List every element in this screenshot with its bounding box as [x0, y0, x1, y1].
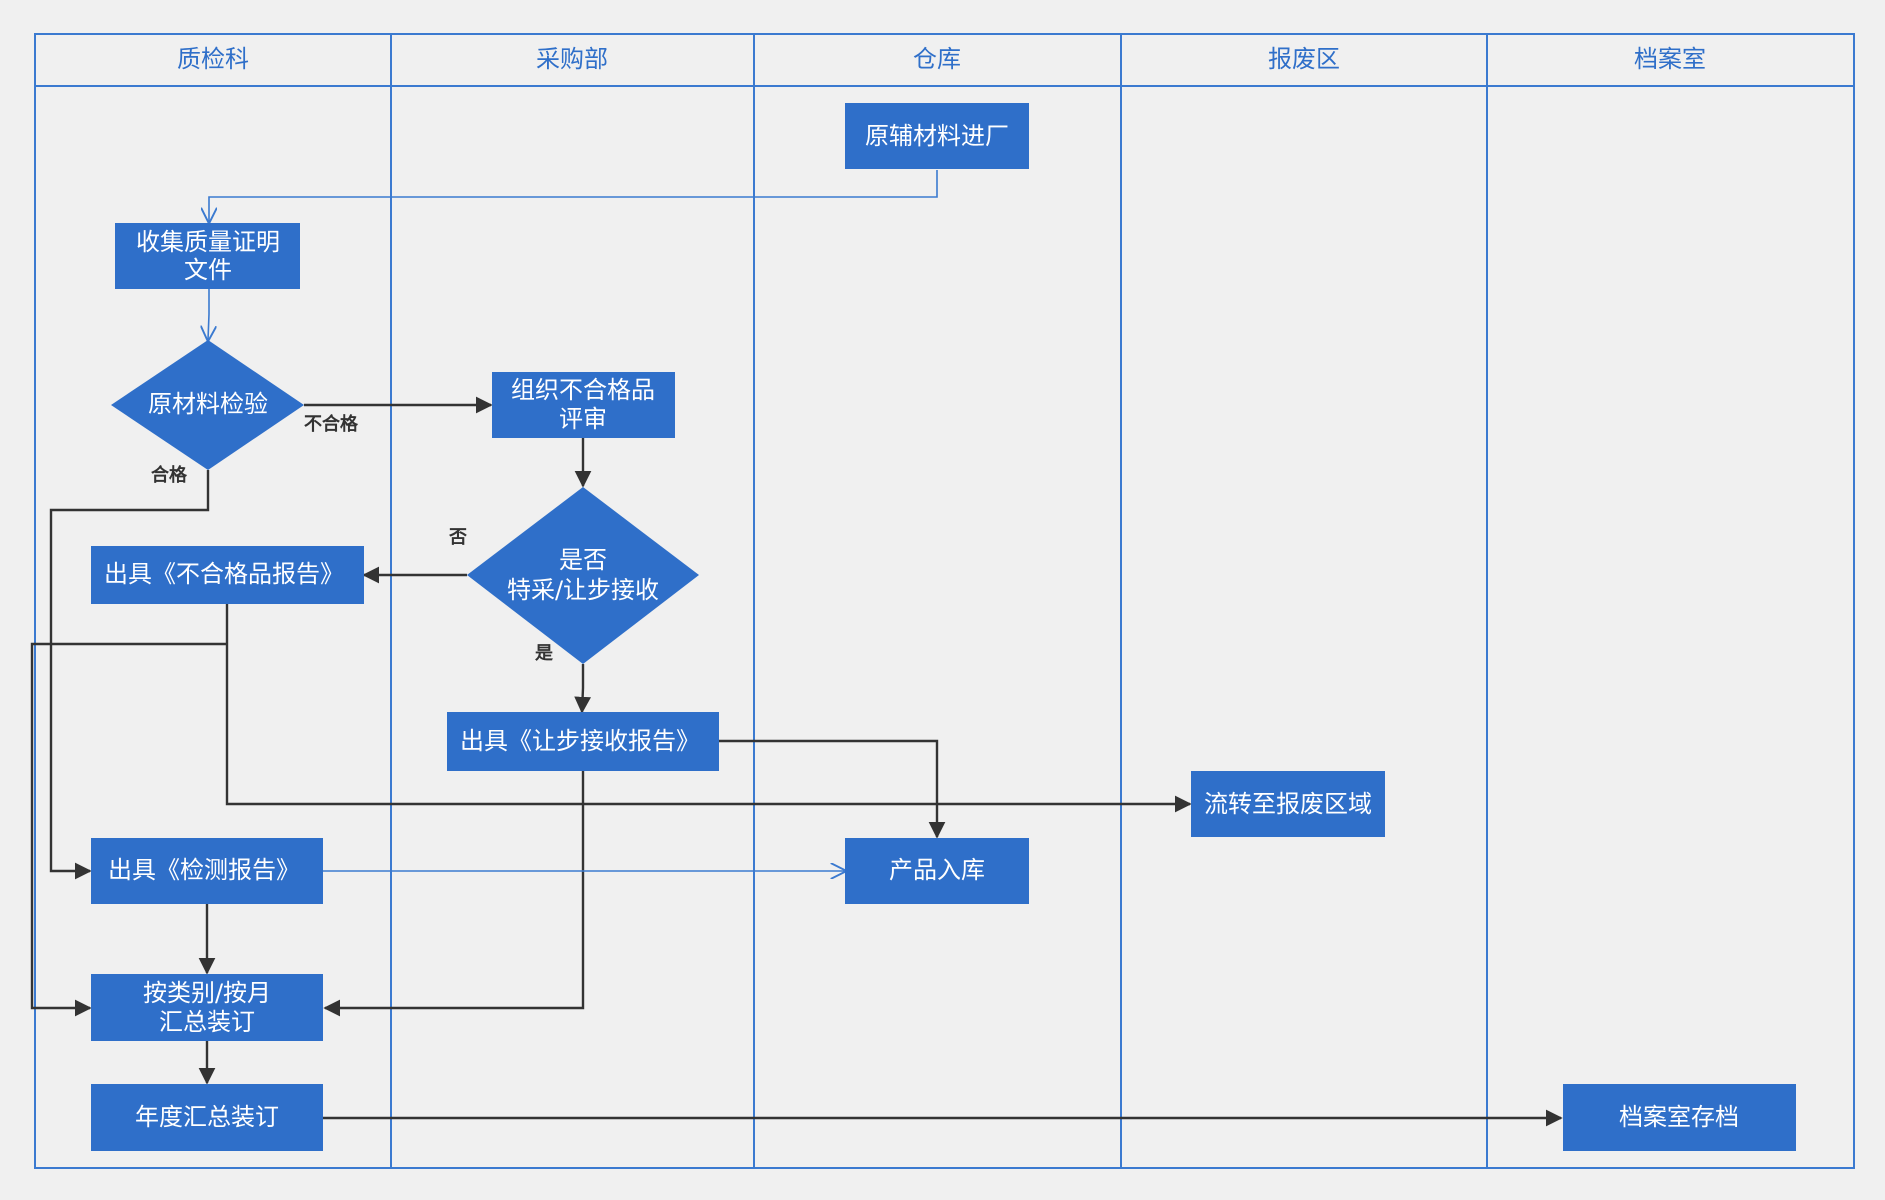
lane-title-scrap-area: 报废区 — [1268, 45, 1340, 73]
node-label-line-2: 汇总装订 — [159, 1008, 255, 1036]
lane-scrap-area — [1120, 33, 1488, 1169]
node-concession-report[interactable]: 出具《让步接收报告》 — [447, 712, 719, 771]
node-label: 原材料检验 — [148, 390, 268, 418]
node-label: 档案室存档 — [1619, 1103, 1739, 1131]
node-label: 出具《不合格品报告》 — [104, 560, 344, 588]
nodes: 原辅材料进厂 收集质量证明 文件 原材料检验 组织不合格品 评审 是否 特采/让… — [91, 103, 1796, 1151]
edge-rawin-to-collect — [209, 170, 938, 222]
node-label: 出具《让步接收报告》 — [460, 727, 700, 755]
edge-nc-report-to-scrap — [225, 604, 1192, 813]
node-label-line-1: 组织不合格品 — [511, 376, 655, 404]
edge-label-yes: 是 — [534, 643, 553, 664]
decision-concession-acceptance[interactable]: 是否 特采/让步接收 — [467, 487, 699, 664]
node-label: 产品入库 — [889, 856, 985, 884]
node-nonconforming-report[interactable]: 出具《不合格品报告》 — [91, 546, 364, 604]
node-transfer-to-scrap[interactable]: 流转至报废区域 — [1191, 771, 1385, 837]
node-label: 流转至报废区域 — [1204, 790, 1372, 818]
node-label: 出具《检测报告》 — [108, 856, 300, 884]
node-label-line-2: 特采/让步接收 — [507, 576, 659, 604]
edge-concession-to-storage — [719, 739, 946, 839]
swimlanes — [34, 33, 1855, 1169]
node-archive-storage[interactable]: 档案室存档 — [1563, 1084, 1796, 1151]
node-collect-certificates[interactable]: 收集质量证明 文件 — [115, 223, 300, 289]
lane-title-purchasing-dept: 采购部 — [536, 45, 608, 73]
node-organize-review[interactable]: 组织不合格品 评审 — [492, 372, 675, 438]
node-label: 年度汇总装订 — [135, 1103, 279, 1131]
edge-label-qualified: 合格 — [151, 464, 188, 486]
lane-archive-room — [1486, 33, 1855, 1169]
node-annual-binding[interactable]: 年度汇总装订 — [91, 1084, 323, 1151]
lane-title-quality-dept: 质检科 — [177, 45, 249, 73]
node-test-report[interactable]: 出具《检测报告》 — [91, 838, 323, 904]
node-label: 原辅材料进厂 — [865, 122, 1009, 150]
edge-question-to-concession-report — [574, 664, 592, 714]
node-label-line-1: 收集质量证明 — [136, 228, 280, 256]
edge-label-no: 否 — [448, 527, 467, 548]
connectors — [30, 170, 1563, 1127]
edge-inspect-to-test-report — [49, 470, 210, 880]
lane-titles: 质检科 采购部 仓库 报废区 档案室 — [177, 45, 1706, 73]
edge-label-unqualified: 不合格 — [304, 413, 359, 435]
edge-nc-report-to-monthly-bind — [30, 642, 227, 1017]
node-warehouse-storage[interactable]: 产品入库 — [845, 838, 1029, 904]
edge-labels: 不合格 合格 否 是 — [151, 413, 553, 664]
node-raw-material-in[interactable]: 原辅材料进厂 — [845, 103, 1029, 169]
edge-collect-to-inspect — [208, 289, 209, 340]
lane-title-archive-room: 档案室 — [1634, 45, 1706, 73]
node-label-line-2: 评审 — [559, 405, 607, 433]
node-label-line-1: 是否 — [559, 546, 607, 574]
edge-concession-to-monthly-bind — [323, 771, 585, 1017]
lane-warehouse — [753, 33, 1122, 1169]
node-label-line-2: 文件 — [184, 256, 232, 284]
node-monthly-binding[interactable]: 按类别/按月 汇总装订 — [91, 974, 323, 1041]
lane-title-warehouse: 仓库 — [913, 45, 961, 73]
decision-raw-material-inspection[interactable]: 原材料检验 — [111, 340, 304, 470]
node-label-line-1: 按类别/按月 — [143, 979, 271, 1007]
